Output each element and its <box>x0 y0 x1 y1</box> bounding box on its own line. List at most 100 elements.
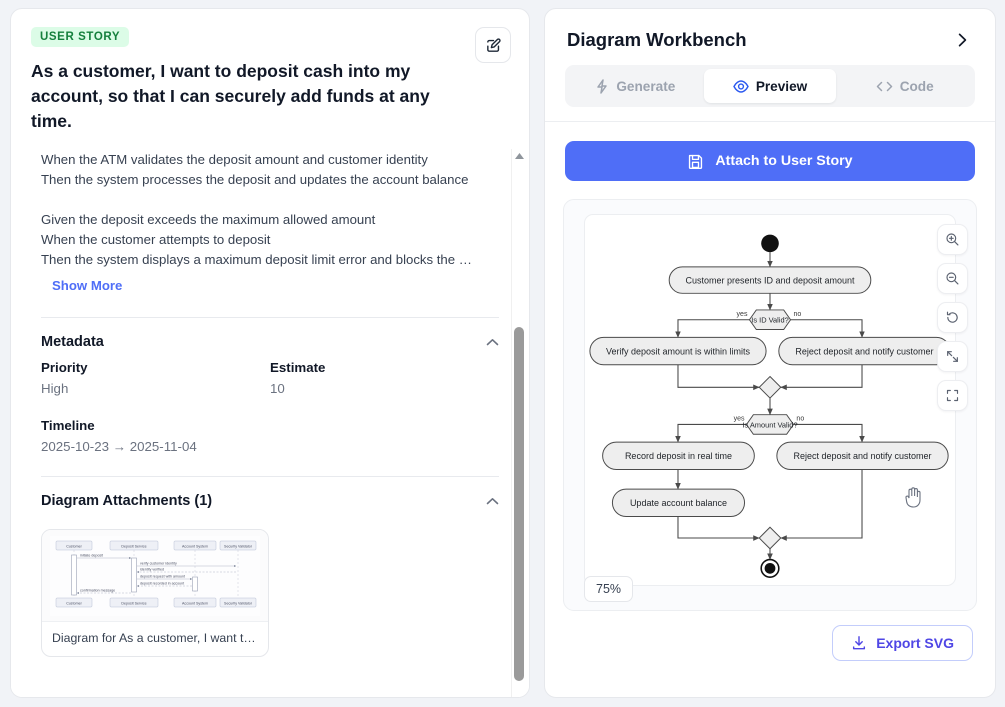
attachment-card[interactable]: Customer Deposit Service Account System … <box>41 529 269 657</box>
magnifier-plus-icon <box>946 233 959 246</box>
scroll-up-arrow-icon[interactable] <box>514 151 524 161</box>
diagram-node-d1-label: Is ID Valid? <box>751 316 788 325</box>
metadata-timeline: Timeline 2025-10-23 → 2025-11-04 <box>41 418 499 454</box>
metadata-section-header[interactable]: Metadata <box>41 318 499 360</box>
diagram-node-a4[interactable]: Record deposit in real time <box>602 441 755 470</box>
sequence-diagram-thumbnail: Customer Deposit Service Account System … <box>50 535 260 616</box>
workbench-tabs: Generate Preview Code <box>565 65 975 107</box>
workbench-header: Diagram Workbench <box>545 9 995 51</box>
workbench-divider <box>545 121 995 122</box>
diagram-workbench-panel: Diagram Workbench Generate <box>544 8 996 698</box>
chevron-right-icon[interactable] <box>952 31 973 49</box>
svg-text:deposit recorded in account: deposit recorded in account <box>140 581 184 585</box>
svg-text:Deposit Service: Deposit Service <box>121 544 146 548</box>
timeline-value: 2025-10-23 → 2025-11-04 <box>41 439 197 454</box>
export-svg-label: Export SVG <box>876 635 954 651</box>
estimate-label: Estimate <box>270 360 326 375</box>
zoom-level-badge: 75% <box>584 576 634 602</box>
attachments-heading: Diagram Attachments (1) <box>41 493 213 509</box>
svg-text:Account System: Account System <box>182 601 208 605</box>
export-svg-button[interactable]: Export SVG <box>832 625 973 661</box>
tab-preview-label: Preview <box>755 78 808 94</box>
scroll-down-arrow-icon[interactable] <box>514 695 524 697</box>
diagram-node-a2[interactable]: Verify deposit amount is within limits <box>589 336 767 366</box>
priority-label: Priority <box>41 360 88 375</box>
estimate-value: 10 <box>270 381 285 396</box>
priority-value: High <box>41 381 69 396</box>
attachment-thumbnail: Customer Deposit Service Account System … <box>42 530 268 622</box>
tab-generate[interactable]: Generate <box>569 69 702 103</box>
svg-text:Deposit Service: Deposit Service <box>121 601 146 605</box>
diagram-node-a6-label: Update account balance <box>630 498 727 508</box>
diagram-controls <box>937 224 968 411</box>
arrows-expand-icon <box>947 351 958 362</box>
diagram-node-merge-1[interactable] <box>758 375 782 399</box>
reset-view-button[interactable] <box>937 302 968 333</box>
svg-text:verify customer identity: verify customer identity <box>140 561 177 565</box>
eye-icon <box>733 79 749 93</box>
svg-text:Account System: Account System <box>182 544 208 548</box>
magnifier-minus-icon <box>946 272 959 285</box>
diagram-canvas-container: Customer presents ID and deposit amount … <box>563 199 977 611</box>
chevron-up-icon[interactable] <box>486 338 499 347</box>
diagram-node-end[interactable] <box>760 558 780 578</box>
edge-label-d1-yes: yes <box>737 311 748 318</box>
activity-diagram[interactable]: Customer presents ID and deposit amount … <box>585 215 955 585</box>
diagram-node-a5-label: Reject deposit and notify customer <box>793 451 931 461</box>
left-panel-scrollbar[interactable] <box>511 149 525 697</box>
attachments-section-header[interactable]: Diagram Attachments (1) <box>41 477 499 519</box>
rotate-ccw-icon <box>946 311 958 323</box>
zoom-in-button[interactable] <box>937 224 968 255</box>
tab-code[interactable]: Code <box>838 69 971 103</box>
edit-story-button[interactable] <box>475 27 511 63</box>
svg-text:identity verified: identity verified <box>140 567 164 571</box>
svg-text:Security Validator: Security Validator <box>224 544 253 548</box>
section-divider-2 <box>41 476 499 477</box>
diagram-node-d2-label: Is Amount Valid? <box>742 420 797 429</box>
svg-text:Security Validator: Security Validator <box>224 601 253 605</box>
zoom-out-button[interactable] <box>937 263 968 294</box>
tab-preview[interactable]: Preview <box>703 69 837 103</box>
diagram-node-merge-2[interactable] <box>758 526 782 550</box>
story-header: USER STORY As a customer, I want to depo… <box>11 9 529 146</box>
diagram-canvas[interactable]: Customer presents ID and deposit amount … <box>584 214 956 586</box>
timeline-label: Timeline <box>41 418 95 433</box>
svg-text:Customer: Customer <box>66 544 82 548</box>
svg-text:Customer: Customer <box>66 601 82 605</box>
diagram-node-d2[interactable]: Is Amount Valid? <box>742 414 798 435</box>
svg-text:confirmation message: confirmation message <box>80 588 115 592</box>
attach-to-user-story-button[interactable]: Attach to User Story <box>565 141 975 181</box>
show-more-link[interactable]: Show More <box>52 278 123 293</box>
acceptance-criteria-text: When the ATM validates the deposit amoun… <box>41 152 472 267</box>
diagram-node-a4-label: Record deposit in real time <box>625 451 732 461</box>
story-scroll-area[interactable]: When the ATM validates the deposit amoun… <box>11 146 529 697</box>
diagram-node-a2-label: Verify deposit amount is within limits <box>606 346 751 356</box>
page-title: As a customer, I want to deposit cash in… <box>31 61 430 131</box>
fit-to-screen-button[interactable] <box>937 341 968 372</box>
diagram-node-d1[interactable]: Is ID Valid? <box>748 309 792 331</box>
section-divider <box>41 317 499 318</box>
diagram-node-a5[interactable]: Reject deposit and notify customer <box>776 441 949 470</box>
diagram-node-start[interactable] <box>761 234 779 253</box>
lightning-bolt-icon <box>595 78 609 94</box>
diagram-node-a3[interactable]: Reject deposit and notify customer <box>778 336 951 366</box>
workbench-title: Diagram Workbench <box>567 29 747 50</box>
save-disk-icon <box>687 153 704 170</box>
metadata-grid: Priority High Estimate 10 <box>41 360 499 400</box>
scrollbar-thumb[interactable] <box>514 327 524 681</box>
download-icon <box>851 635 867 651</box>
chevron-up-icon[interactable] <box>486 497 499 506</box>
user-story-panel: USER STORY As a customer, I want to depo… <box>10 8 530 698</box>
code-brackets-icon <box>876 80 893 93</box>
metadata-estimate: Estimate 10 <box>270 360 499 396</box>
status-badge: USER STORY <box>31 27 130 47</box>
diagram-node-a3-label: Reject deposit and notify customer <box>795 346 933 356</box>
svg-text:deposit request with amount: deposit request with amount <box>140 574 185 578</box>
edge-label-d2-no: no <box>796 416 804 423</box>
attachment-caption: Diagram for As a customer, I want to … <box>52 631 266 645</box>
diagram-node-a1[interactable]: Customer presents ID and deposit amount <box>668 266 872 294</box>
diagram-node-a6[interactable]: Update account balance <box>611 488 746 517</box>
tab-code-label: Code <box>899 78 934 94</box>
fullscreen-button[interactable] <box>937 380 968 411</box>
